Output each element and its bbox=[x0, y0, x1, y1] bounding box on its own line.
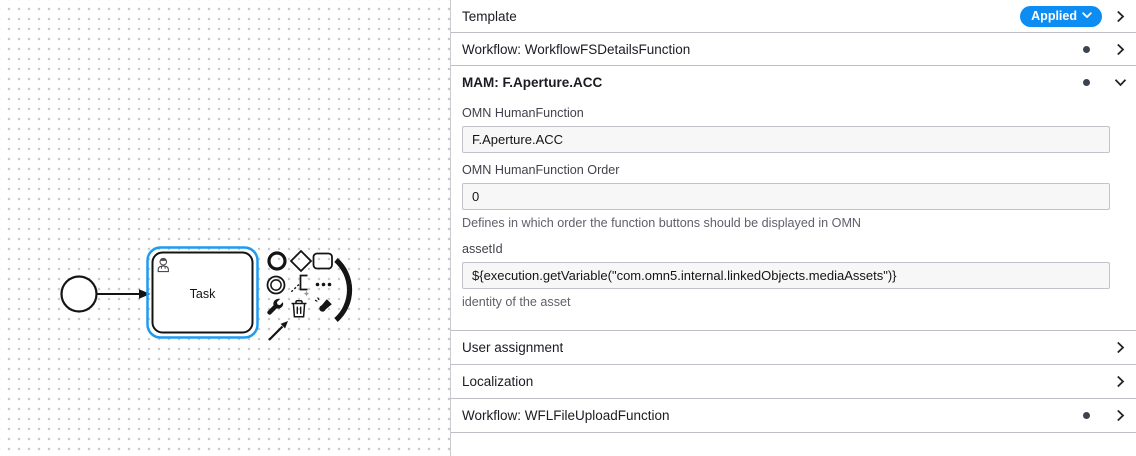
field-label-human-function: OMN HumanFunction bbox=[462, 106, 584, 120]
sequence-flow[interactable] bbox=[97, 289, 151, 299]
panel-empty-area bbox=[451, 432, 1136, 456]
task-label: Task bbox=[190, 287, 216, 301]
values-dot-indicator bbox=[1083, 45, 1090, 53]
wrench-change-type-icon[interactable] bbox=[267, 298, 284, 315]
diagram-canvas[interactable]: Task bbox=[0, 0, 450, 456]
task-rect[interactable] bbox=[151, 251, 254, 334]
properties-panel: Template Applied Workflow: WorkflowFSDet… bbox=[450, 0, 1136, 456]
user-task-icon bbox=[157, 257, 169, 273]
human-function-order-input[interactable] bbox=[462, 183, 1110, 210]
chevron-right-icon bbox=[1113, 42, 1127, 56]
group-label-user-assignment: User assignment bbox=[462, 339, 564, 355]
user-task-shape[interactable]: Task bbox=[151, 251, 254, 334]
field-label-asset-id: assetId bbox=[462, 242, 503, 257]
field-description-human-function-order: Defines in which order the function butt… bbox=[462, 216, 862, 230]
append-text-annotation-icon[interactable] bbox=[290, 274, 310, 297]
applied-badge-label: Applied bbox=[1031, 8, 1077, 23]
group-label-workflow-upload: Workflow: WFLFileUploadFunction bbox=[462, 407, 670, 423]
append-end-event-icon[interactable] bbox=[267, 251, 287, 271]
chevron-right-icon bbox=[1113, 340, 1127, 354]
append-gateway-icon[interactable] bbox=[289, 249, 313, 273]
group-row-user-assignment[interactable]: User assignment bbox=[451, 330, 1136, 365]
human-function-input[interactable] bbox=[462, 126, 1110, 153]
append-intermediate-event-icon[interactable] bbox=[266, 275, 286, 295]
sequence-flow-arrowhead bbox=[139, 289, 151, 299]
diagram-svg: Task bbox=[60, 246, 353, 341]
field-label-human-function-order: OMN HumanFunction Order bbox=[462, 163, 620, 177]
group-label-template: Template bbox=[462, 8, 517, 24]
asset-id-input[interactable] bbox=[462, 262, 1110, 290]
group-label-mam: MAM: F.Aperture.ACC bbox=[462, 74, 603, 90]
chevron-down-icon bbox=[1113, 75, 1127, 89]
group-row-mam[interactable]: MAM: F.Aperture.ACC bbox=[451, 66, 1136, 98]
field-description-asset-id: identity of the asset bbox=[462, 295, 571, 310]
context-pad bbox=[266, 249, 353, 341]
append-task-icon[interactable] bbox=[312, 252, 333, 270]
group-label-localization: Localization bbox=[462, 373, 534, 389]
template-applied-badge[interactable]: Applied bbox=[1020, 5, 1102, 27]
more-options-icon[interactable] bbox=[315, 282, 332, 287]
start-event-shape[interactable] bbox=[60, 275, 98, 313]
group-row-workflow-upload[interactable]: Workflow: WFLFileUploadFunction bbox=[451, 398, 1136, 433]
chevron-right-icon bbox=[1113, 374, 1127, 388]
trash-delete-icon[interactable] bbox=[291, 299, 307, 318]
group-row-localization[interactable]: Localization bbox=[451, 364, 1136, 399]
values-dot-indicator bbox=[1083, 411, 1090, 419]
group-row-workflow-details[interactable]: Workflow: WorkflowFSDetailsFunction bbox=[451, 33, 1136, 66]
curved-paren-icon[interactable] bbox=[334, 258, 353, 322]
values-dot-indicator bbox=[1083, 78, 1090, 86]
chevron-right-icon bbox=[1113, 408, 1127, 422]
badge-chevron-down-icon bbox=[1082, 12, 1092, 18]
chevron-right-icon bbox=[1113, 9, 1127, 23]
group-label-workflow-details: Workflow: WorkflowFSDetailsFunction bbox=[462, 41, 691, 57]
paintbrush-color-icon[interactable] bbox=[314, 297, 332, 312]
connect-tool-icon[interactable] bbox=[268, 321, 288, 341]
selection-outline bbox=[146, 246, 259, 339]
mam-group-body: OMN HumanFunction OMN HumanFunction Orde… bbox=[451, 98, 1136, 331]
group-row-template[interactable]: Template Applied bbox=[451, 0, 1136, 33]
